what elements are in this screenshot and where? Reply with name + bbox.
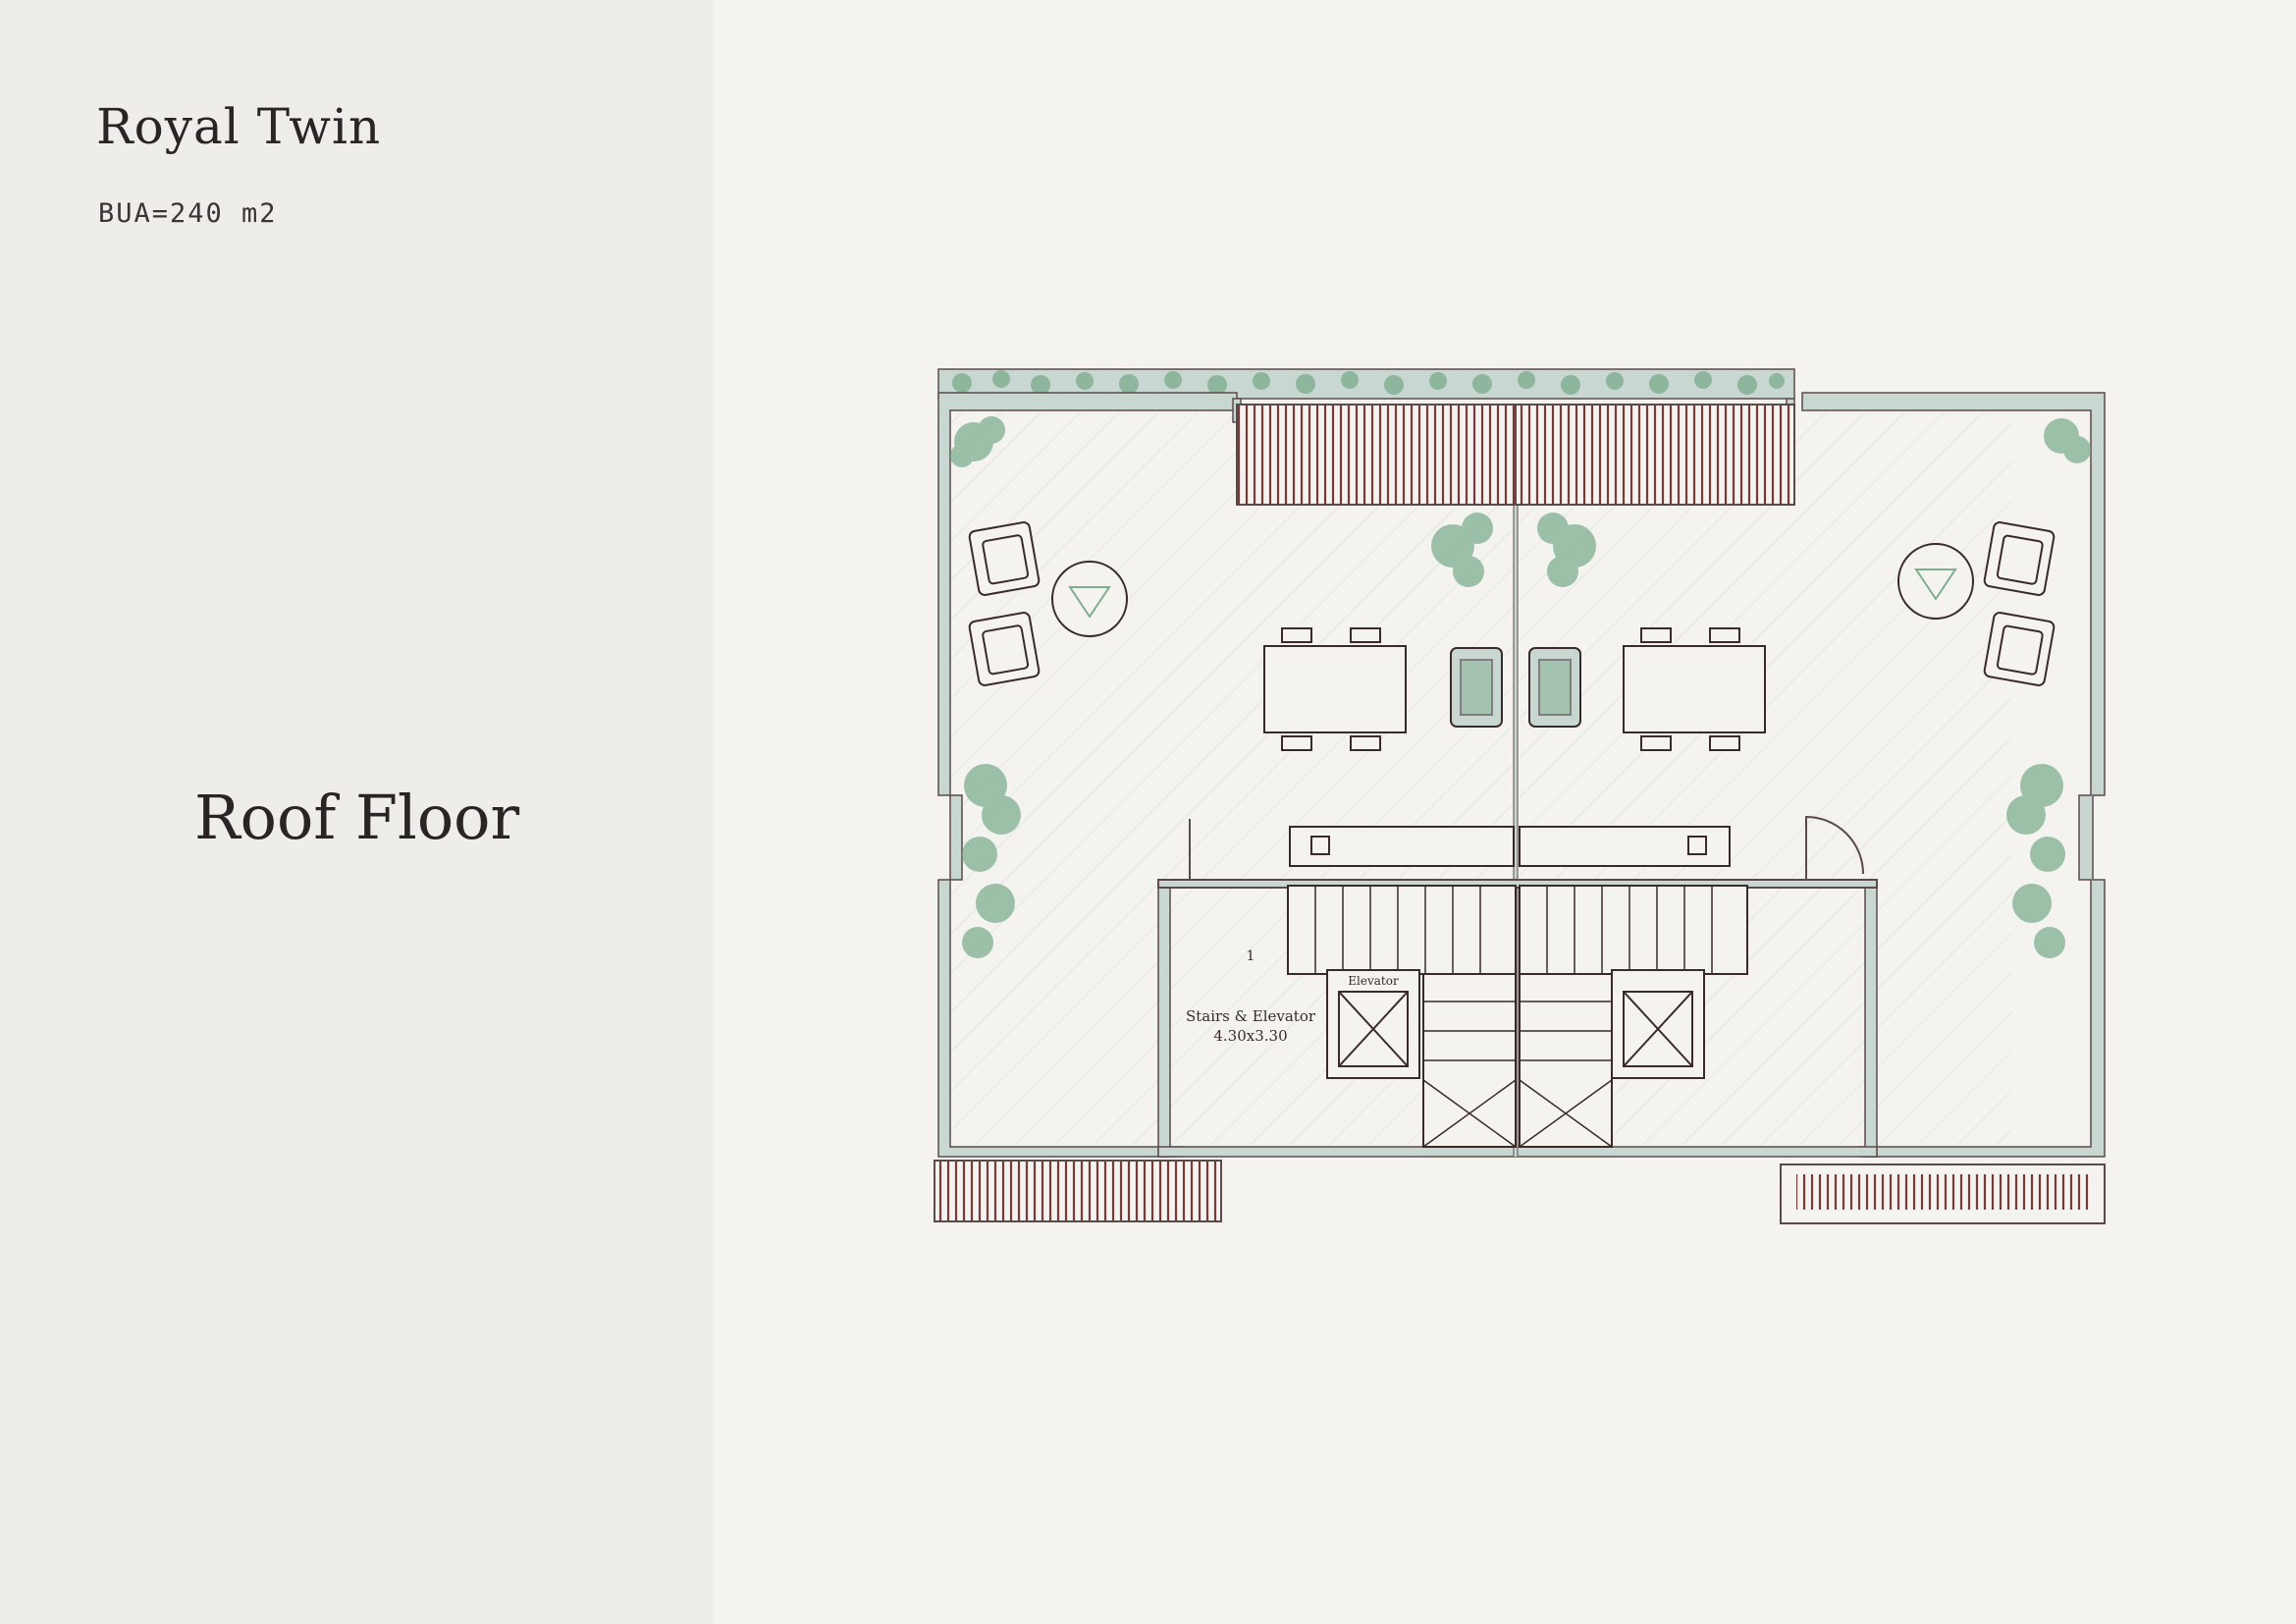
lounger	[1450, 647, 1503, 728]
round-table	[1051, 561, 1128, 637]
counter	[1519, 826, 1731, 867]
elevator-label: Elevator	[1348, 974, 1399, 988]
info-panel: Royal Twin BUA=240 m2 Roof Floor	[0, 0, 714, 1624]
room-number: 1	[1247, 948, 1255, 964]
plant	[1431, 513, 1493, 587]
pergola-top	[1236, 404, 1795, 506]
floor-name: Roof Floor	[194, 782, 520, 853]
armchair	[968, 521, 1041, 596]
lounger	[1528, 647, 1581, 728]
plant	[1537, 513, 1596, 587]
room-name: Stairs & Elevator	[1186, 1007, 1316, 1025]
plant	[2006, 764, 2065, 958]
planter-strip	[937, 368, 1795, 400]
dining-table	[1623, 627, 1766, 751]
core-walls	[1157, 815, 1878, 889]
elevator	[1326, 969, 1420, 1079]
elevator	[1611, 969, 1705, 1079]
floor-plan: Elevator 1 Stairs & Elevator 4.30x3.30	[934, 368, 2106, 1224]
room-size: 4.30x3.30	[1213, 1027, 1287, 1045]
plant	[950, 416, 1005, 467]
plant	[962, 764, 1021, 958]
armchair	[1983, 612, 2056, 686]
dining-table	[1263, 627, 1407, 751]
unit-title: Royal Twin	[96, 98, 382, 155]
counter	[1289, 826, 1515, 867]
armchair	[1983, 521, 2056, 596]
plant	[2044, 418, 2091, 463]
pergola-bottom-left	[934, 1160, 1222, 1222]
round-table	[1897, 543, 1974, 620]
built-up-area: BUA=240 m2	[98, 198, 278, 229]
armchair	[968, 612, 1041, 686]
pergola-bottom-right	[1780, 1164, 2106, 1224]
